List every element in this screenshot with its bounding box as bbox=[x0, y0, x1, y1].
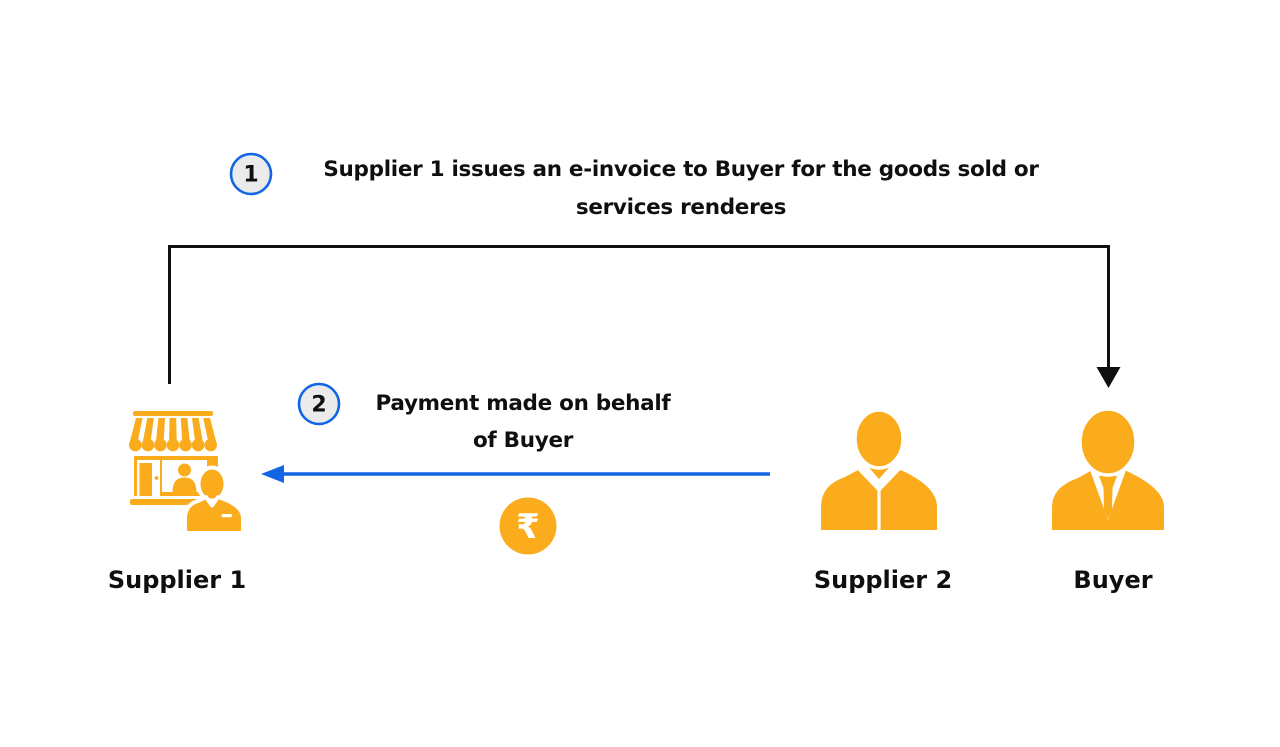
shopkeeper-pocket bbox=[221, 514, 232, 518]
invoice-flow-arrow bbox=[168, 245, 1121, 388]
supplier2-label: Supplier 2 bbox=[813, 566, 953, 594]
step-2-line1: Payment made on behalf bbox=[375, 391, 671, 416]
step-1-text: Supplier 1 issues an e-invoice to Buyer … bbox=[323, 151, 1039, 227]
step-2-badge-circle bbox=[297, 382, 341, 426]
supplier2-head bbox=[853, 408, 905, 470]
rupee-coin-icon: ₹ bbox=[499, 497, 557, 555]
arrowhead-down-icon bbox=[1096, 367, 1121, 388]
buyer-tie bbox=[1099, 476, 1117, 519]
storefront-shopkeeper-icon bbox=[129, 411, 245, 534]
payment-flow-arrow bbox=[261, 465, 770, 483]
step-2-line2: of Buyer bbox=[472, 428, 574, 453]
rupee-symbol: ₹ bbox=[516, 507, 540, 547]
step-2-badge: 2 bbox=[297, 382, 341, 426]
supplier1-label: Supplier 1 bbox=[107, 566, 247, 594]
step-1-badge-circle bbox=[229, 152, 273, 196]
step-1-line1: Supplier 1 issues an e-invoice to Buyer … bbox=[323, 157, 1039, 182]
rupee-coin-circle bbox=[499, 497, 557, 555]
invoice-flow-line bbox=[168, 245, 1110, 384]
shopkeeper-torso bbox=[183, 495, 245, 534]
door-handle bbox=[154, 476, 159, 480]
window-person-head bbox=[178, 463, 191, 477]
buyer-label: Buyer bbox=[1073, 566, 1153, 594]
supplier2-group bbox=[821, 408, 937, 530]
businessman-suit-tie-icon bbox=[1052, 407, 1164, 530]
step-1-line2: services renderes bbox=[575, 195, 787, 220]
window-person-shoulders bbox=[172, 477, 197, 492]
person-collared-shirt-icon bbox=[821, 408, 937, 530]
buyer-group bbox=[1052, 407, 1164, 530]
arrowhead-left-icon bbox=[261, 465, 284, 483]
awning-stripes bbox=[129, 418, 217, 445]
store-door bbox=[139, 463, 152, 496]
step-2-number: 2 bbox=[311, 393, 326, 418]
shopkeeper-head bbox=[196, 465, 228, 503]
buyer-head bbox=[1078, 407, 1138, 477]
step-1-badge: 1 bbox=[229, 152, 273, 196]
step-1-number: 1 bbox=[243, 163, 258, 188]
storefront-group bbox=[129, 411, 245, 534]
awning-top-bar bbox=[133, 411, 213, 416]
step-2-text: Payment made on behalf of Buyer bbox=[376, 385, 671, 459]
